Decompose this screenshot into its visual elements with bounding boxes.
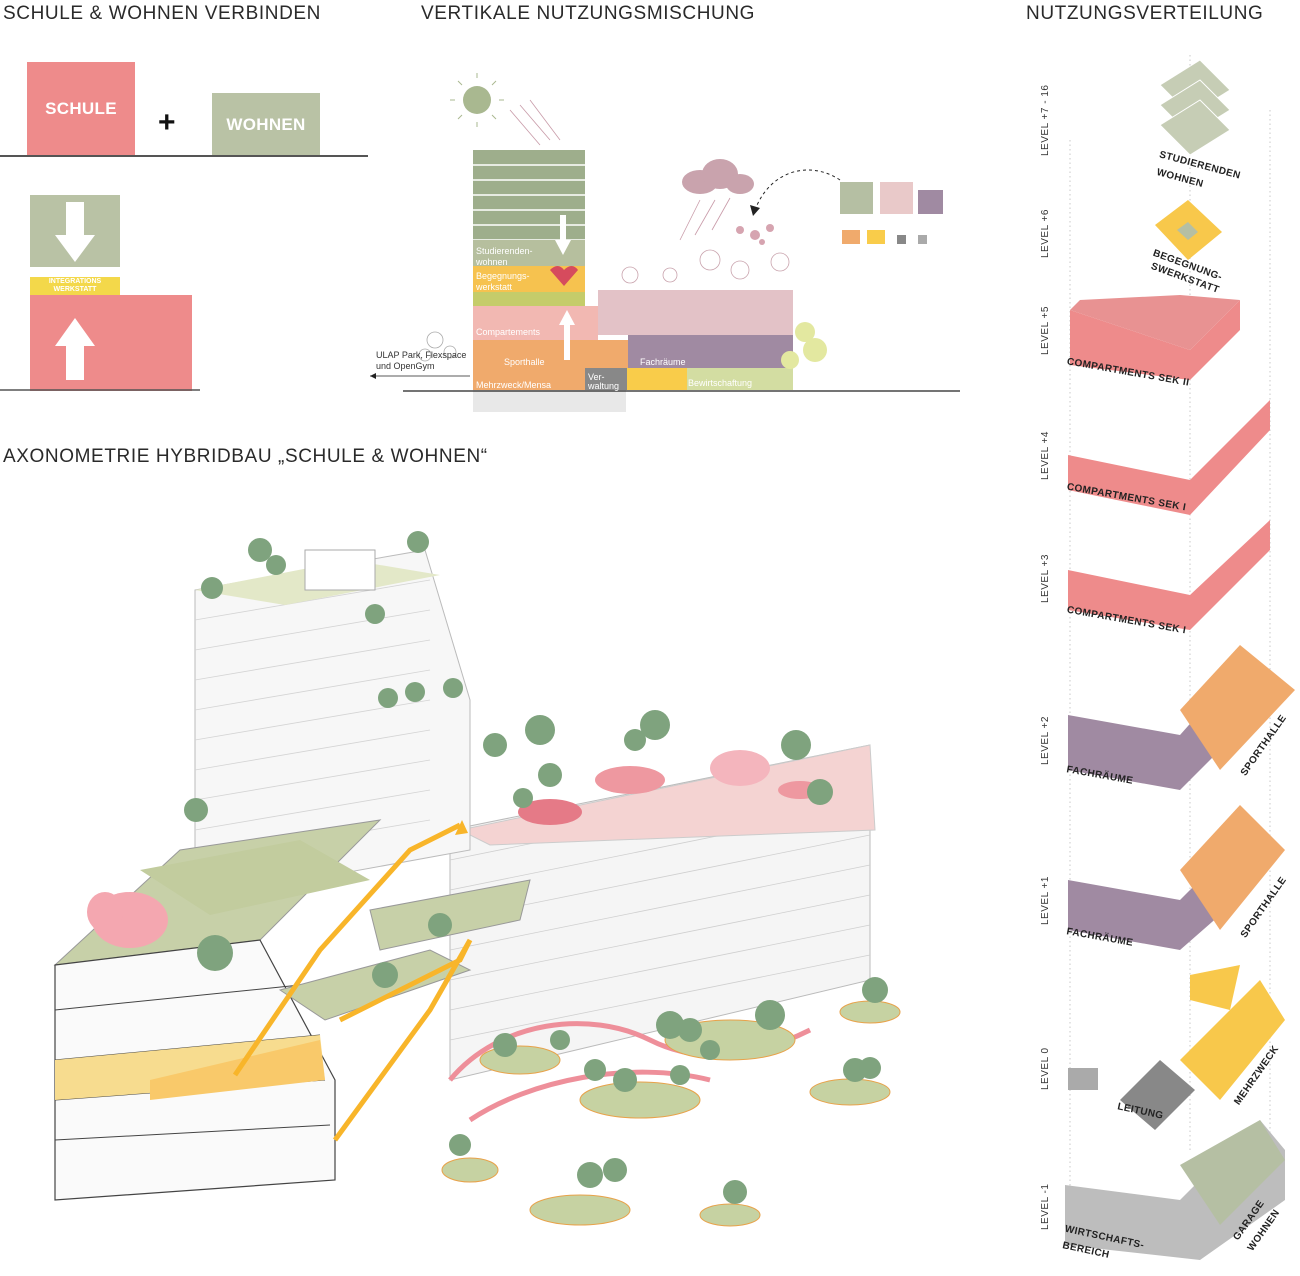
integrations-label: INTEGRATIONS WERKSTATT <box>48 278 102 293</box>
arrow-up-icon <box>55 318 95 380</box>
cloud-icon <box>682 159 754 194</box>
label-ulap-1: ULAP Park, Flexspace <box>376 350 467 360</box>
heading-schule-wohnen: SCHULE & WOHNEN VERBINDEN <box>3 3 321 24</box>
heading-nutzung: NUTZUNGSVERTEILUNG <box>1026 3 1264 24</box>
label-ver: Ver- <box>588 372 605 382</box>
stacking-diagram <box>0 195 200 391</box>
schule-block <box>30 295 192 391</box>
label-begegnungs: Begegnungs- <box>476 271 530 281</box>
label-werkstatt: werkstatt <box>476 282 513 292</box>
level-label-7-16: LEVEL +7 - 16 <box>1040 84 1051 156</box>
label-wohnen: wohnen <box>476 257 508 267</box>
level-label-6: LEVEL +6 <box>1040 209 1051 258</box>
label-fachraeume: Fachräume <box>640 357 686 367</box>
level-label-5: LEVEL +5 <box>1040 306 1051 355</box>
heart-icon <box>550 266 578 286</box>
axonometric-drawing <box>53 531 901 1227</box>
label-waltung: waltung <box>588 381 620 391</box>
wohnen-box: WOHNEN <box>212 93 320 156</box>
level-label-1: LEVEL +1 <box>1040 876 1051 925</box>
schule-box: SCHULE <box>27 62 135 156</box>
level-label-2: LEVEL +2 <box>1040 716 1051 765</box>
level-label-minus-1: LEVEL -1 <box>1040 1183 1051 1230</box>
arrow-down-icon <box>55 202 95 262</box>
label-sporthalle: Sporthalle <box>504 357 545 367</box>
label-mehrzweck: Mehrzweck/Mensa <box>476 380 552 390</box>
ground-line-1 <box>0 155 368 157</box>
sun-icon <box>450 73 504 127</box>
label-studierenden: Studierenden- <box>476 246 533 256</box>
plus-sign: + <box>158 106 176 139</box>
level-stack <box>1065 55 1295 1260</box>
level-label-4: LEVEL +4 <box>1040 431 1051 480</box>
section-diagram <box>370 73 960 412</box>
label-bewirtschaftung: Bewirtschaftung <box>688 378 753 388</box>
level-label-3: LEVEL +3 <box>1040 554 1051 603</box>
integrations-strip <box>30 277 120 297</box>
level-label-0: LEVEL 0 <box>1040 1047 1051 1090</box>
heading-vertikal: VERTIKALE NUTZUNGSMISCHUNG <box>421 3 756 24</box>
label-compartements: Compartements <box>476 327 541 337</box>
heading-axonometrie: AXONOMETRIE HYBRIDBAU „SCHULE & WOHNEN“ <box>3 446 488 467</box>
label-ulap-2: und OpenGym <box>376 361 435 371</box>
